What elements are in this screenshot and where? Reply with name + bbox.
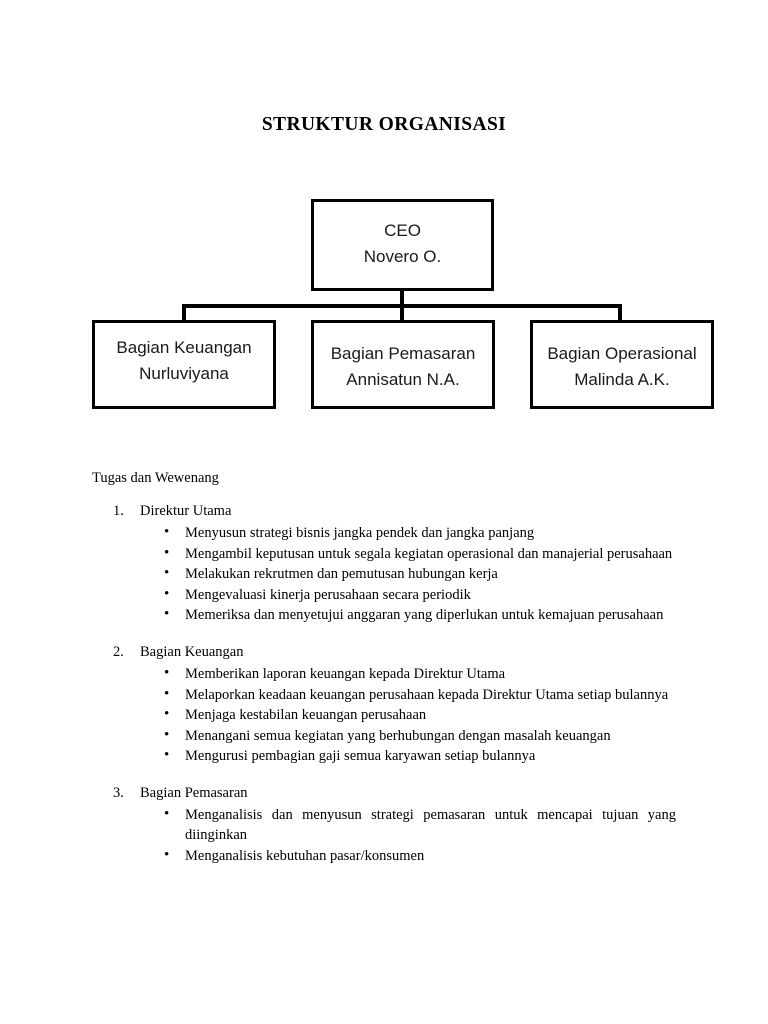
- duties-section-2-items: • Memberikan laporan keuangan kepada Dir…: [92, 664, 676, 766]
- bullet-icon: •: [164, 685, 170, 702]
- bullet-icon: •: [164, 726, 170, 743]
- duties-section-2-label: Bagian Keuangan: [140, 644, 244, 660]
- list-item-text: Menjaga kestabilan keuangan perusahaan: [185, 707, 427, 723]
- org-node-ceo[interactable]: CEO Novero O.: [311, 199, 494, 291]
- list-item: • Menyusun strategi bisnis jangka pendek…: [92, 523, 676, 543]
- org-node-operasional-role: Bagian Operasional: [547, 344, 697, 363]
- connector-drop-right: [618, 304, 622, 322]
- list-item: • Memeriksa dan menyetujui anggaran yang…: [92, 605, 676, 625]
- list-item: • Mengurusi pembagian gaji semua karyawa…: [92, 746, 676, 766]
- duties-section-1-label: Direktur Utama: [140, 503, 232, 519]
- org-node-operasional-name: Malinda A.K.: [574, 370, 670, 390]
- list-item: • Menganalisis dan menyusun strategi pem…: [92, 805, 676, 845]
- bullet-icon: •: [164, 706, 170, 722]
- list-item-text: Melakukan rekrutmen dan pemutusan hubung…: [185, 566, 498, 582]
- list-item: • Menganalisis kebutuhan pasar/konsumen: [92, 846, 676, 866]
- list-item-text: Menganalisis dan menyusun strategi pemas…: [185, 807, 676, 843]
- bullet-icon: •: [164, 846, 170, 863]
- list-item: • Mengambil keputusan untuk segala kegia…: [92, 544, 676, 564]
- list-item-text: Melaporkan keadaan keuangan perusahaan k…: [185, 686, 669, 703]
- list-item-text: Memeriksa dan menyetujui anggaran yang d…: [185, 607, 664, 623]
- org-node-ceo-name: Novero O.: [363, 247, 442, 267]
- duties-section-3: 3. Bagian Pemasaran • Menganalisis dan m…: [92, 783, 676, 866]
- connector-drop-left: [182, 304, 186, 322]
- org-node-pemasaran[interactable]: Bagian Pemasaran Annisatun N.A.: [311, 320, 495, 409]
- bullet-icon: •: [164, 565, 170, 581]
- duties-heading: Tugas dan Wewenang: [92, 470, 219, 486]
- list-item-text: Mengurusi pembagian gaji semua karyawan …: [185, 748, 536, 764]
- duties-section-3-label: Bagian Pemasaran: [140, 785, 248, 801]
- duties-section-1-items: • Menyusun strategi bisnis jangka pendek…: [92, 523, 676, 625]
- list-item-text: Memberikan laporan keuangan kepada Direk…: [185, 666, 506, 682]
- list-item-text: Mengevaluasi kinerja perusahaan secara p…: [185, 586, 471, 603]
- list-item-text: Menyusun strategi bisnis jangka pendek d…: [185, 525, 535, 541]
- list-item: • Menangani semua kegiatan yang berhubun…: [92, 726, 676, 746]
- duties-section-2-marker: 2.: [113, 644, 124, 660]
- org-node-keuangan-role: Bagian Keuangan: [116, 338, 252, 357]
- bullet-icon: •: [164, 524, 170, 540]
- bullet-icon: •: [164, 747, 170, 763]
- duties-section-1: 1. Direktur Utama • Menyusun strategi bi…: [92, 501, 676, 625]
- list-item-text: Menangani semua kegiatan yang berhubunga…: [185, 727, 611, 744]
- bullet-icon: •: [164, 544, 170, 561]
- list-item: • Melakukan rekrutmen dan pemutusan hubu…: [92, 564, 676, 584]
- duties-numbered-list: 1. Direktur Utama • Menyusun strategi bi…: [92, 501, 676, 866]
- bullet-icon: •: [164, 585, 170, 602]
- duties-section-3-marker: 3.: [113, 785, 124, 801]
- duties-section-3-items: • Menganalisis dan menyusun strategi pem…: [92, 805, 676, 866]
- org-node-keuangan[interactable]: Bagian Keuangan Nurluviyana: [92, 320, 276, 409]
- org-node-pemasaran-name: Annisatun N.A.: [346, 370, 460, 390]
- duties-section: Tugas dan Wewenang 1. Direktur Utama • M…: [92, 468, 676, 866]
- list-item: • Menjaga kestabilan keuangan perusahaan: [92, 705, 676, 725]
- bullet-icon: •: [164, 665, 170, 681]
- connector-horizontal-bus: [182, 304, 622, 308]
- org-node-pemasaran-role: Bagian Pemasaran: [330, 344, 476, 363]
- bullet-icon: •: [164, 606, 170, 622]
- bullet-icon: •: [164, 806, 170, 822]
- org-node-keuangan-name: Nurluviyana: [139, 364, 229, 384]
- duties-section-2: 2. Bagian Keuangan • Memberikan laporan …: [92, 642, 676, 766]
- org-chart: CEO Novero O. Bagian Keuangan Nurluviyan…: [0, 0, 768, 430]
- duties-section-1-marker: 1.: [113, 503, 124, 519]
- list-item: • Melaporkan keadaan keuangan perusahaan…: [92, 685, 676, 705]
- org-node-operasional[interactable]: Bagian Operasional Malinda A.K.: [530, 320, 714, 409]
- page-title: STRUKTUR ORGANISASI: [261, 114, 507, 135]
- list-item: • Mengevaluasi kinerja perusahaan secara…: [92, 585, 676, 605]
- list-item-text: Menganalisis kebutuhan pasar/konsumen: [185, 847, 425, 864]
- list-item: • Memberikan laporan keuangan kepada Dir…: [92, 664, 676, 684]
- list-item-text: Mengambil keputusan untuk segala kegiata…: [185, 545, 673, 562]
- org-node-ceo-role: CEO: [384, 221, 421, 240]
